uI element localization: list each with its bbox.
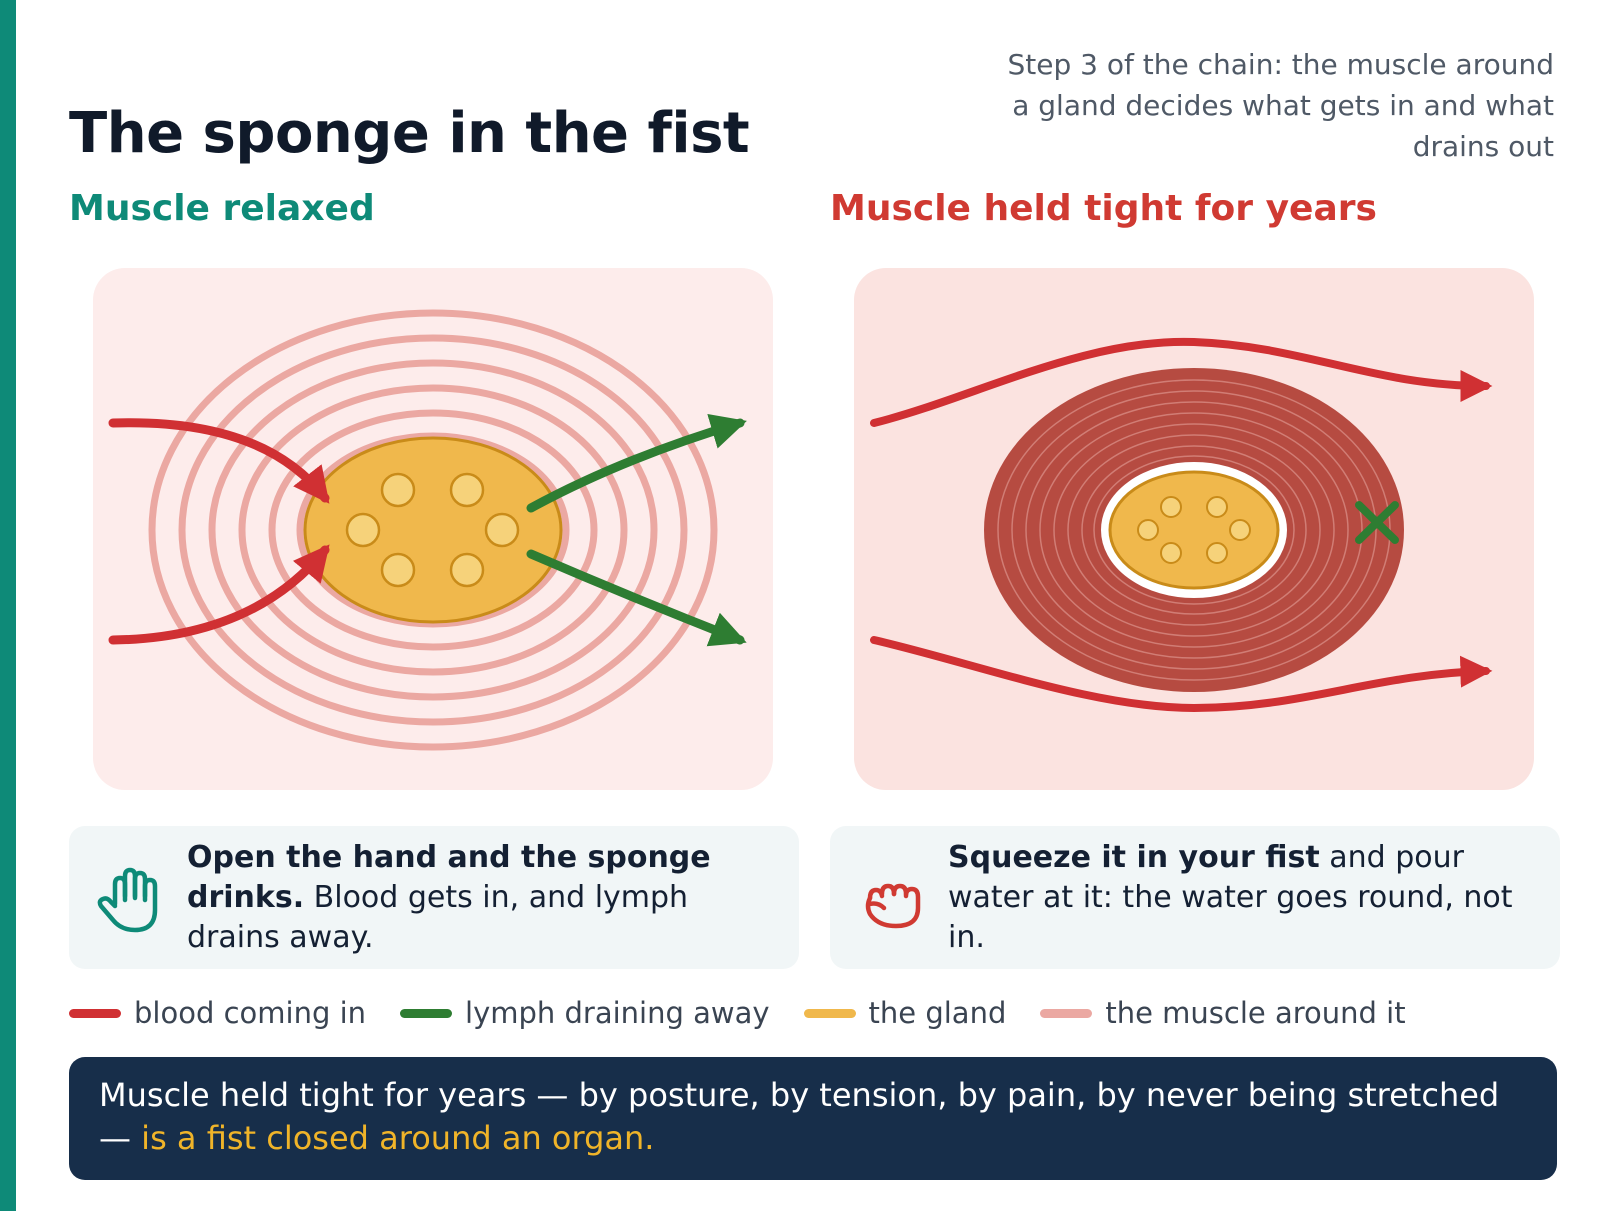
legend-swatch-blood <box>69 1008 121 1018</box>
open-hand-icon <box>97 867 158 933</box>
relaxed-diagram <box>108 309 747 751</box>
legend-item-blood: blood coming in <box>69 996 366 1030</box>
caption-tight-bold: Squeeze it in your fist <box>948 840 1320 875</box>
legend-label-blood: blood coming in <box>134 996 367 1030</box>
relaxed-lymph-arrows <box>526 414 747 647</box>
legend: blood coming in lymph draining away the … <box>69 993 1440 1033</box>
caption-relaxed-rest: Blood gets in, and lymph drains away. <box>187 880 689 955</box>
legend-label-lymph: lymph draining away <box>465 996 770 1030</box>
callout-text: Muscle held tight for years — by posture… <box>99 1076 1500 1157</box>
summary-callout: Muscle held tight for years — by posture… <box>69 1057 1557 1180</box>
accent-bar <box>0 0 16 1211</box>
legend-label-muscle: the muscle around it <box>1105 996 1406 1030</box>
page-title: The sponge in the fist <box>69 101 750 166</box>
caption-tight-rest: and pour water at it: the water goes rou… <box>948 840 1513 955</box>
caption-tight: Squeeze it in your fist and pour water a… <box>830 826 1560 969</box>
legend-item-muscle: the muscle around it <box>1040 996 1406 1030</box>
panel-heading-relaxed: Muscle relaxed <box>69 188 375 229</box>
caption-relaxed: Open the hand and the sponge drinks. Blo… <box>69 826 799 969</box>
tight-gland <box>1108 470 1280 590</box>
blocked-drain-x-icon <box>1355 501 1399 544</box>
legend-label-gland: the gland <box>868 996 1007 1030</box>
relaxed-blood-arrows <box>108 418 330 645</box>
legend-swatch-lymph <box>400 1008 453 1018</box>
caption-relaxed-text: Open the hand and the sponge drinks. Blo… <box>187 838 777 958</box>
callout-highlight: is a fist closed around an organ. <box>141 1119 655 1157</box>
panel-tight <box>854 268 1534 790</box>
legend-swatch-gland <box>803 1008 856 1018</box>
tight-diagram <box>870 337 1493 713</box>
legend-swatch-muscle <box>1040 1008 1093 1018</box>
caption-relaxed-bold: Open the hand and the sponge drinks. <box>187 840 711 915</box>
page-subtitle: Step 3 of the chain: the muscle around a… <box>1007 48 1554 163</box>
legend-item-lymph: lymph draining away <box>400 996 770 1030</box>
relaxed-gland <box>303 436 563 624</box>
tight-blood-arrows <box>870 337 1493 713</box>
legend-item-gland: the gland <box>803 996 1007 1030</box>
caption-tight-text: Squeeze it in your fist and pour water a… <box>948 838 1538 958</box>
closed-fist-icon <box>865 883 921 929</box>
panel-relaxed <box>93 268 773 790</box>
relaxed-muscle-rings <box>148 309 718 751</box>
panel-heading-tight: Muscle held tight for years <box>830 188 1377 229</box>
